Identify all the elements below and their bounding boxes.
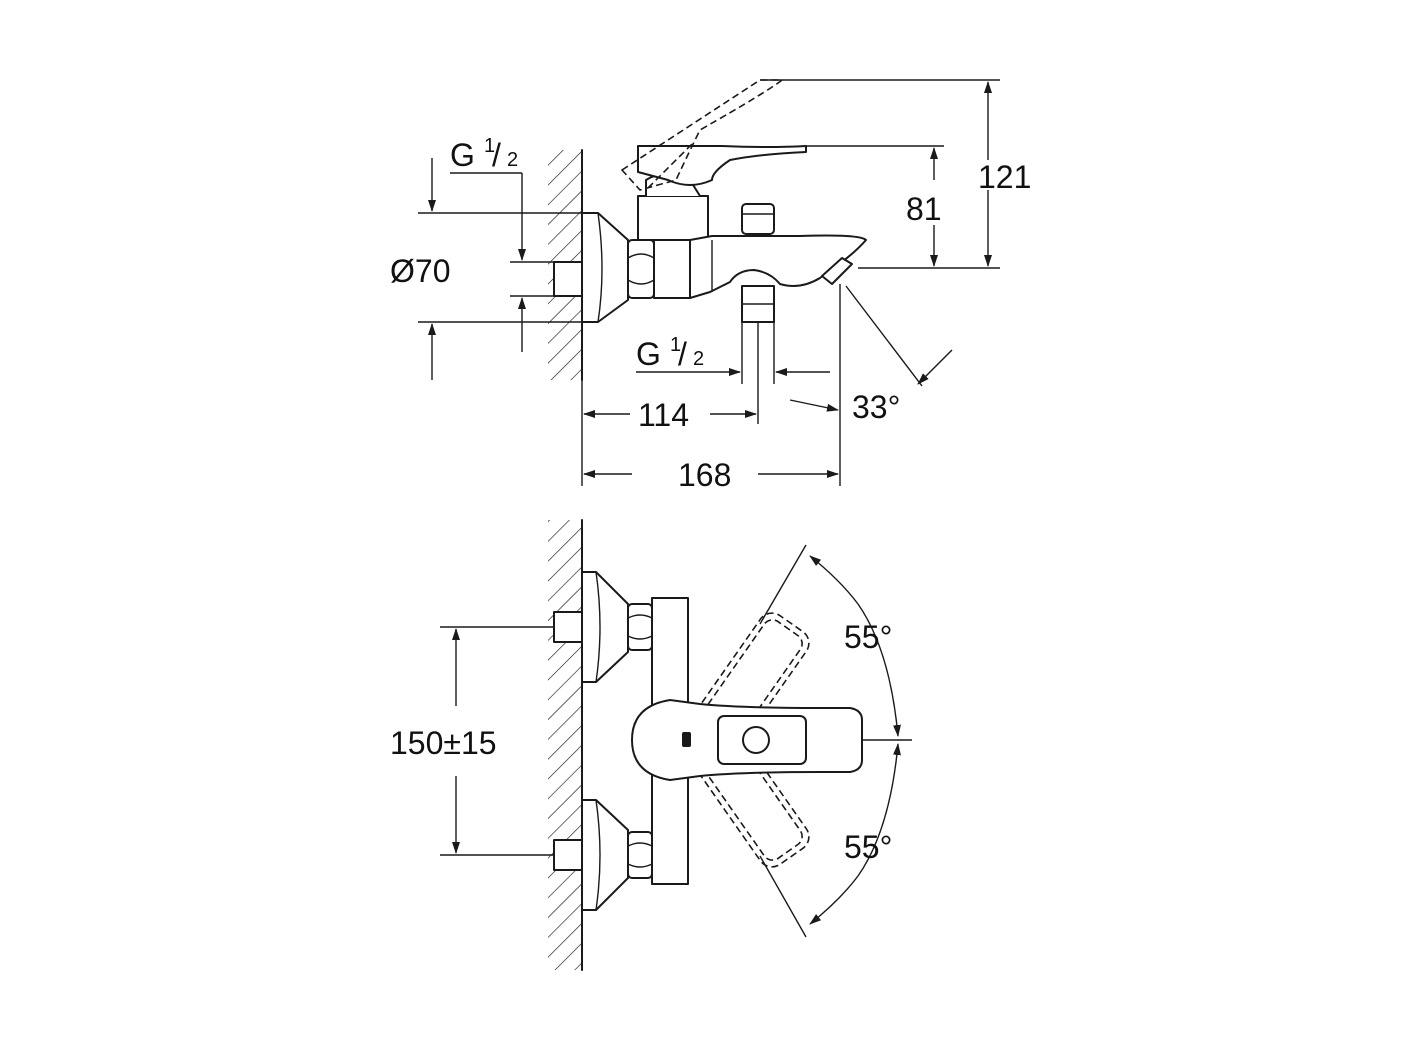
wall-hatch-bottom <box>548 520 582 970</box>
svg-text:1: 1 <box>484 135 495 157</box>
dim-diameter: Ø70 <box>390 253 450 289</box>
escutcheon-lower <box>581 799 629 911</box>
side-view: 121 81 Ø70 G 1 / 2 G 1 / 2 <box>390 79 1031 493</box>
svg-text:/: / <box>492 137 501 173</box>
diverter-knob <box>741 203 775 235</box>
front-view: 150±15 55° 55° <box>390 519 912 971</box>
nut-side <box>627 239 655 299</box>
svg-text:/: / <box>678 336 687 372</box>
thread-label-top: G 1 / 2 <box>450 135 518 173</box>
escutcheon-side <box>581 212 629 323</box>
svg-text:G: G <box>636 336 661 372</box>
svg-text:2: 2 <box>507 149 518 171</box>
lever-raised-dashed <box>620 79 785 191</box>
temp-marker <box>682 732 691 747</box>
inlet-fitting <box>553 261 583 297</box>
inlet-upper <box>553 611 583 643</box>
escutcheon-upper <box>581 571 629 683</box>
svg-text:G: G <box>450 137 475 173</box>
angle-bottom-55: 55° <box>844 829 892 865</box>
indicator-button <box>742 726 770 754</box>
nut-lower <box>627 831 653 879</box>
nut-upper <box>627 603 653 651</box>
dim-angle-33: 33° <box>852 389 900 425</box>
dim-114: 114 <box>638 397 689 433</box>
cartridge-housing <box>637 195 709 241</box>
dim-121: 121 <box>978 159 1031 195</box>
svg-text:2: 2 <box>693 348 704 370</box>
angle-top-55: 55° <box>844 619 892 655</box>
lever-side <box>637 145 807 186</box>
dim-81: 81 <box>906 191 942 227</box>
spout-outlet <box>821 257 853 285</box>
dim-spacing: 150±15 <box>390 725 497 761</box>
dim-168: 168 <box>678 457 731 493</box>
thread-label-bottom: G 1 / 2 <box>636 334 704 372</box>
svg-text:1: 1 <box>670 334 681 356</box>
mixer-body-side <box>653 239 691 299</box>
spout-side <box>689 234 867 299</box>
inlet-lower <box>553 839 583 871</box>
